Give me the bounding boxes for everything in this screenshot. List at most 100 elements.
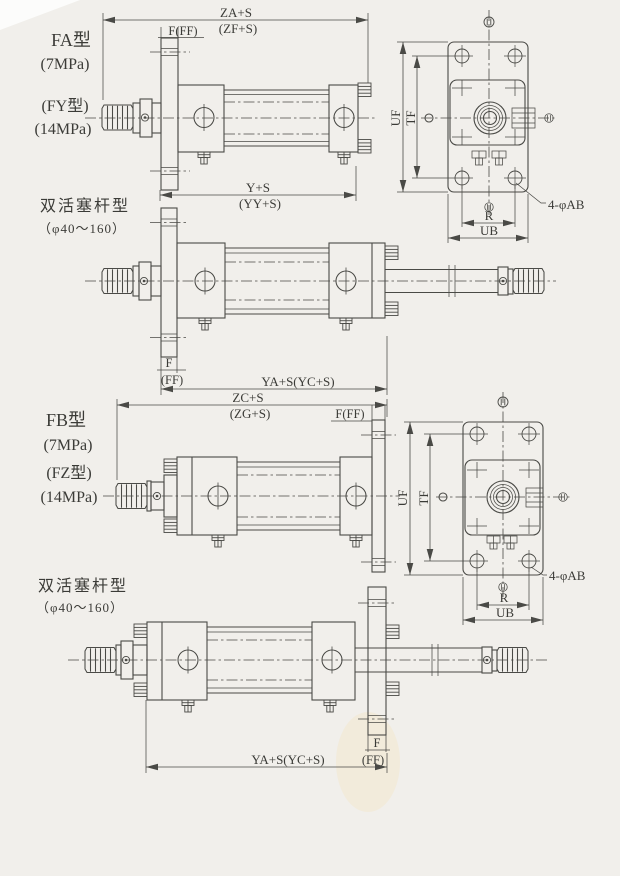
cap-outline	[449, 79, 526, 146]
fa-flange-front-view: UF TF R UB 4-φAB	[388, 10, 585, 243]
datum-balloon	[438, 492, 448, 502]
dim-yy-s: (YY+S)	[239, 196, 281, 211]
datum-balloon	[424, 113, 434, 123]
fa-pressure: (7MPa)	[41, 56, 90, 73]
bolt-hole	[517, 422, 541, 446]
flange-dimensions: UF TF R UB 4-φAB	[388, 41, 585, 243]
front-cap	[177, 84, 225, 153]
dim-ff: (FF)	[362, 753, 384, 767]
dim-f-ff: F(FF)	[168, 24, 197, 38]
front-cap	[176, 242, 226, 319]
spanner-hole	[140, 113, 150, 122]
dim-bolt-note: 4-φAB	[549, 568, 586, 583]
fa-title: FA型	[51, 30, 91, 50]
section-fb-double-labels: 双活塞杆型 （φ40～160）	[36, 577, 128, 615]
cushion-valve	[323, 699, 337, 713]
fa-double-bore-range: （φ40～160）	[38, 221, 126, 236]
fb-double-dimensions: F (FF) YA+S(YC+S)	[145, 700, 390, 773]
rear-flange-plate	[367, 586, 387, 736]
fa-alt-pressure: (14MPa)	[35, 121, 92, 138]
dim-f: F	[166, 356, 173, 370]
fb-double-bore-range: （φ40～160）	[36, 600, 124, 615]
rear-cap	[328, 242, 386, 319]
section-fa-labels: FA型 (7MPa) (FY型) (14MPa)	[35, 30, 92, 138]
bolt-hole	[503, 44, 527, 68]
tie-rod-nut	[357, 139, 372, 154]
port-stub	[511, 107, 536, 129]
dim-uf: UF	[395, 490, 410, 507]
cushion-valve	[211, 534, 225, 548]
fb-title: FB型	[46, 410, 86, 430]
front-cap	[146, 621, 208, 701]
cylinder-tube	[237, 461, 340, 531]
cushion-valve	[181, 699, 195, 713]
bolt-hole	[503, 166, 527, 190]
port-boss	[193, 103, 215, 132]
rear-cap	[311, 621, 356, 701]
fb-dimensions: ZC+S (ZG+S) F(FF)	[116, 390, 388, 480]
bolt-hole	[450, 44, 474, 68]
dim-ff: (FF)	[161, 373, 183, 387]
rod-bore	[486, 480, 520, 514]
cushion-heads	[471, 150, 507, 166]
fb-alt-title: (FZ型)	[46, 464, 91, 482]
front-flange-plate	[160, 207, 178, 358]
dim-ya-s: YA+S(YC+S)	[261, 374, 334, 389]
fb-flange-front-view: UF TF R UB 4-φAB	[395, 392, 586, 625]
dim-ub: UB	[480, 223, 498, 238]
spanner-hole	[152, 491, 162, 501]
fa-alt-title: (FY型)	[41, 97, 88, 115]
cushion-valve	[198, 317, 212, 331]
tie-rod-nut	[384, 301, 399, 316]
rod-thread-end	[101, 104, 134, 131]
front-cap	[176, 456, 238, 536]
dim-tf: TF	[416, 490, 431, 505]
bolt-hole	[517, 549, 541, 573]
port-stub	[525, 487, 544, 508]
scan-stain	[336, 712, 400, 812]
rear-rod	[355, 644, 493, 676]
cushion-valve	[349, 534, 363, 548]
tie-rod-mark	[504, 128, 526, 146]
bolt-hole	[450, 166, 474, 190]
tie-rod-nut	[163, 458, 178, 473]
dim-r: R	[485, 208, 494, 223]
fa-dimensions: ZA+S (ZF+S) F(FF) Y+S (YY+S)	[102, 5, 369, 211]
tie-rod-mark	[518, 517, 540, 535]
rear-rod	[385, 265, 509, 297]
dim-zc-s: ZC+S	[232, 390, 263, 405]
cylinder-tube	[224, 89, 329, 147]
cushion-valve	[197, 151, 211, 165]
cap-outline	[464, 459, 541, 536]
flange-plate	[447, 41, 529, 193]
tie-rod-mark	[504, 79, 526, 97]
dim-zg-s: (ZG+S)	[230, 406, 271, 421]
cylinder-tube	[207, 626, 312, 694]
dim-tf: TF	[403, 110, 418, 125]
tie-rod-nut	[384, 245, 399, 260]
scan-page-corner	[0, 0, 80, 30]
tie-rod-mark	[466, 517, 488, 535]
fb-alt-pressure: (14MPa)	[41, 489, 98, 506]
tie-rod-nut	[133, 623, 148, 638]
dim-ub: UB	[496, 605, 514, 620]
dim-f-ff: F(FF)	[335, 407, 364, 421]
tie-rod-mark	[451, 79, 473, 97]
cushion-heads	[486, 535, 518, 550]
cushion-valve	[337, 151, 351, 165]
dim-ya-s: YA+S(YC+S)	[251, 752, 324, 767]
cylinder-tube	[225, 247, 329, 315]
fb-double-title: 双活塞杆型	[38, 577, 128, 595]
tie-rod-nut	[385, 681, 400, 696]
tie-rod-nut	[133, 682, 148, 697]
tie-rod-mark	[466, 461, 488, 479]
tie-rod-nut	[163, 518, 178, 533]
bolt-hole	[465, 549, 489, 573]
section-fa-double-labels: 双活塞杆型 （φ40～160）	[38, 197, 128, 236]
bolt-hole	[465, 422, 489, 446]
fa-double-dimensions: F (FF) YA+S(YC+S)	[157, 336, 388, 395]
fb-pressure: (7MPa)	[44, 437, 93, 454]
section-fb-labels: FB型 (7MPa) (FZ型) (14MPa)	[41, 410, 98, 506]
flange-dimensions: UF TF R UB 4-φAB	[395, 421, 586, 625]
